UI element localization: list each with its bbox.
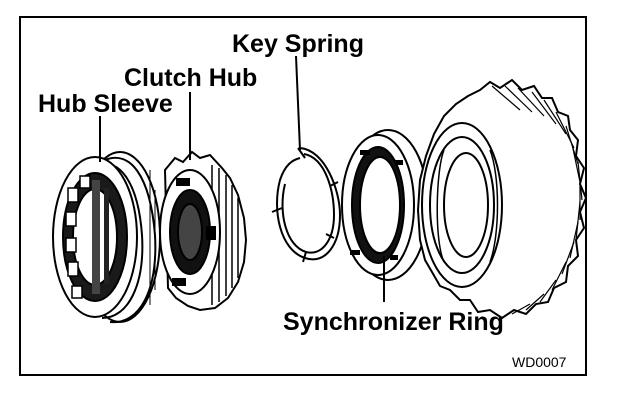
label-synchronizer-ring: Synchronizer Ring xyxy=(283,308,504,336)
hub-sleeve xyxy=(52,151,161,324)
label-clutch-hub: Clutch Hub xyxy=(124,64,257,92)
leader-lines xyxy=(99,55,385,302)
label-key-spring: Key Spring xyxy=(232,30,364,58)
synchronizer-ring xyxy=(341,129,429,281)
leader-key-spring xyxy=(295,55,301,151)
clutch-hub xyxy=(159,150,248,312)
figure-code: WD0007 xyxy=(512,354,567,370)
label-hub-sleeve: Hub Sleeve xyxy=(38,90,173,118)
gear xyxy=(416,78,588,320)
key-spring xyxy=(271,147,342,263)
